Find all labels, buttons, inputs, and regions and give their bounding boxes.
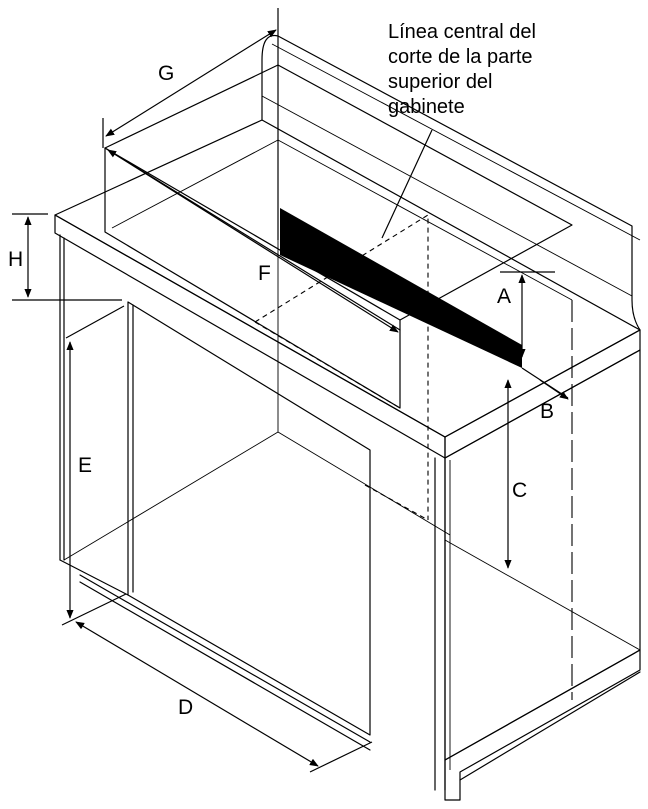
bottom-rail-front bbox=[79, 574, 371, 743]
toe-kick bbox=[444, 649, 641, 801]
countertop-front-edge bbox=[54, 214, 446, 459]
door-opening-frame bbox=[127, 301, 371, 736]
cabinet-opening bbox=[59, 240, 641, 751]
bottom-rail-back bbox=[79, 581, 371, 751]
dimension-d-ext-right bbox=[309, 741, 373, 773]
toe-kick-line bbox=[459, 671, 641, 781]
centerline-annotation: Línea central del corte de la parte supe… bbox=[388, 21, 536, 118]
dimension-b-line bbox=[539, 379, 569, 400]
dimension-lines bbox=[12, 8, 569, 773]
dimension-labels: G F H E D A B C bbox=[8, 62, 554, 719]
backsplash-top-line bbox=[271, 43, 641, 241]
label-f: F bbox=[258, 262, 271, 285]
dimension-d-ext-left bbox=[61, 593, 127, 626]
interior-right-floor bbox=[444, 539, 641, 651]
dimension-e-ext-top bbox=[65, 305, 125, 339]
centerline-box-front bbox=[254, 321, 401, 409]
interior-floor bbox=[63, 431, 451, 561]
label-h: H bbox=[8, 248, 23, 271]
annotation-line-3: superior del bbox=[388, 71, 493, 93]
annotation-line-4: gabinete bbox=[388, 96, 465, 118]
label-e: E bbox=[78, 454, 92, 477]
backsplash-bottom-line bbox=[261, 95, 633, 297]
label-b: B bbox=[540, 400, 554, 423]
dimension-f-line bbox=[107, 149, 399, 333]
annotation-line-1: Línea central del bbox=[388, 21, 536, 43]
label-a: A bbox=[497, 285, 511, 308]
label-g: G bbox=[158, 62, 174, 85]
dimension-g-line bbox=[105, 29, 277, 137]
label-d: D bbox=[178, 696, 193, 719]
countertop-right-edge bbox=[444, 329, 641, 459]
centerline-bottom bbox=[364, 484, 429, 521]
dimension-d-line bbox=[75, 621, 319, 767]
annotation-line-2: corte de la parte bbox=[388, 46, 533, 68]
cabinet-body bbox=[54, 34, 641, 801]
label-c: C bbox=[512, 479, 527, 502]
annotation-leader-line bbox=[381, 129, 433, 239]
